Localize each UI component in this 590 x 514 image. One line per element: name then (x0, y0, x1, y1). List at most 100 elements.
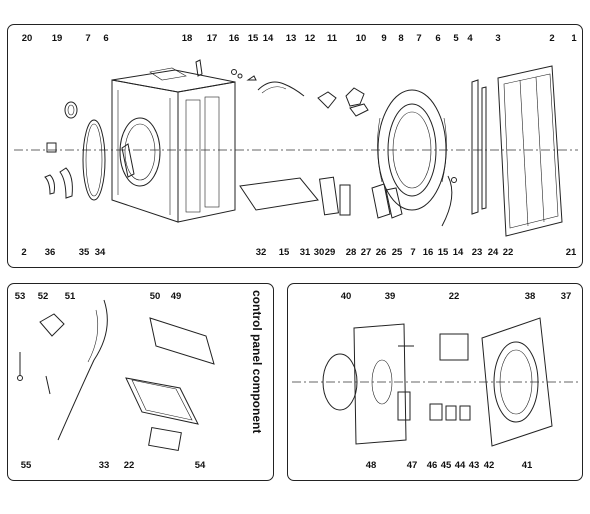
part-16 (231, 69, 237, 75)
part-label: 55 (20, 460, 32, 471)
part-14 (246, 75, 257, 81)
part-label: 18 (181, 33, 193, 44)
part-label: 29 (324, 247, 336, 258)
part-55 (45, 375, 51, 395)
part-label: 3 (495, 33, 501, 44)
control-housing-54 (125, 377, 199, 425)
part-label: 22 (123, 460, 135, 471)
part-17 (195, 59, 203, 77)
part-15 (237, 73, 243, 79)
main-assembly-panel (7, 24, 583, 268)
part-label: 30 (313, 247, 325, 258)
part-label: 5 (453, 33, 459, 44)
part-label: 22 (448, 291, 460, 302)
part-label: 28 (345, 247, 357, 258)
part-label: 15 (278, 247, 290, 258)
part-label: 46 (426, 460, 438, 471)
door-frame-drawing (481, 317, 553, 447)
part-label: 14 (262, 33, 274, 44)
part-19 (64, 101, 78, 119)
part-label: 6 (103, 33, 109, 44)
part-label: 50 (149, 291, 161, 302)
part-label: 17 (206, 33, 218, 44)
part-label: 24 (487, 247, 499, 258)
part-5-strip (471, 79, 479, 215)
part-label: 51 (64, 291, 76, 302)
part-36 (44, 174, 55, 195)
part-label: 2 (21, 247, 27, 258)
wire-51 (57, 299, 108, 441)
part-label: 15 (437, 247, 449, 258)
part-label: 26 (375, 247, 387, 258)
cabinet-drawing (111, 67, 236, 223)
part-22-cp (148, 426, 182, 452)
part-label: 43 (468, 460, 480, 471)
part-label: 38 (524, 291, 536, 302)
door-glass-48 (322, 353, 358, 411)
part-52 (39, 313, 65, 337)
part-label: 4 (467, 33, 473, 44)
part-35 (59, 167, 73, 199)
part-label: 10 (355, 33, 367, 44)
part-29 (318, 176, 340, 216)
part-20 (46, 142, 57, 153)
part-label: 2 (549, 33, 555, 44)
part-label: 11 (326, 33, 338, 44)
part-label: 27 (360, 247, 372, 258)
part-label: 35 (78, 247, 90, 258)
part-label: 23 (471, 247, 483, 258)
part-label: 16 (228, 33, 240, 44)
part-11 (345, 87, 365, 107)
part-label: 8 (398, 33, 404, 44)
part-label: 16 (422, 247, 434, 258)
wire-15 (441, 175, 453, 227)
part-32 (239, 177, 319, 211)
part-26 (371, 183, 391, 219)
wire-harness-13 (257, 81, 305, 97)
control-panel-caption: control panel component (250, 290, 264, 434)
part-label: 45 (440, 460, 452, 471)
part-label: 20 (21, 33, 33, 44)
door-seal-left (82, 119, 106, 201)
part-47 (397, 391, 411, 421)
control-bracket-49 (149, 317, 215, 365)
part-label: 40 (340, 291, 352, 302)
part-label: 22 (502, 247, 514, 258)
part-label: 9 (381, 33, 387, 44)
part-label: 41 (521, 460, 533, 471)
part-label: 13 (285, 33, 297, 44)
part-label: 48 (365, 460, 377, 471)
back-panel-drawing (497, 65, 563, 237)
part-label: 39 (384, 291, 396, 302)
part-6-bracket (121, 143, 135, 178)
part-label: 7 (416, 33, 422, 44)
part-label: 54 (194, 460, 206, 471)
part-label: 25 (391, 247, 403, 258)
part-label: 36 (44, 247, 56, 258)
part-28 (339, 184, 351, 216)
part-label: 19 (51, 33, 63, 44)
part-10 (349, 103, 369, 117)
part-label: 53 (14, 291, 26, 302)
part-label: 1 (571, 33, 577, 44)
part-label: 44 (454, 460, 466, 471)
part-label: 7 (85, 33, 91, 44)
part-label: 14 (452, 247, 464, 258)
part-12 (317, 91, 337, 109)
part-label: 32 (255, 247, 267, 258)
part-45 (445, 405, 457, 421)
part-4-strip (481, 86, 487, 210)
part-label: 49 (170, 291, 182, 302)
part-label: 7 (410, 247, 416, 258)
hinge-22 (439, 333, 469, 361)
part-label: 42 (483, 460, 495, 471)
part-25 (385, 187, 403, 219)
part-label: 33 (98, 460, 110, 471)
part-label: 12 (304, 33, 316, 44)
part-label: 15 (247, 33, 259, 44)
part-46 (429, 403, 443, 421)
part-label: 21 (565, 247, 577, 258)
part-label: 47 (406, 460, 418, 471)
part-label: 52 (37, 291, 49, 302)
